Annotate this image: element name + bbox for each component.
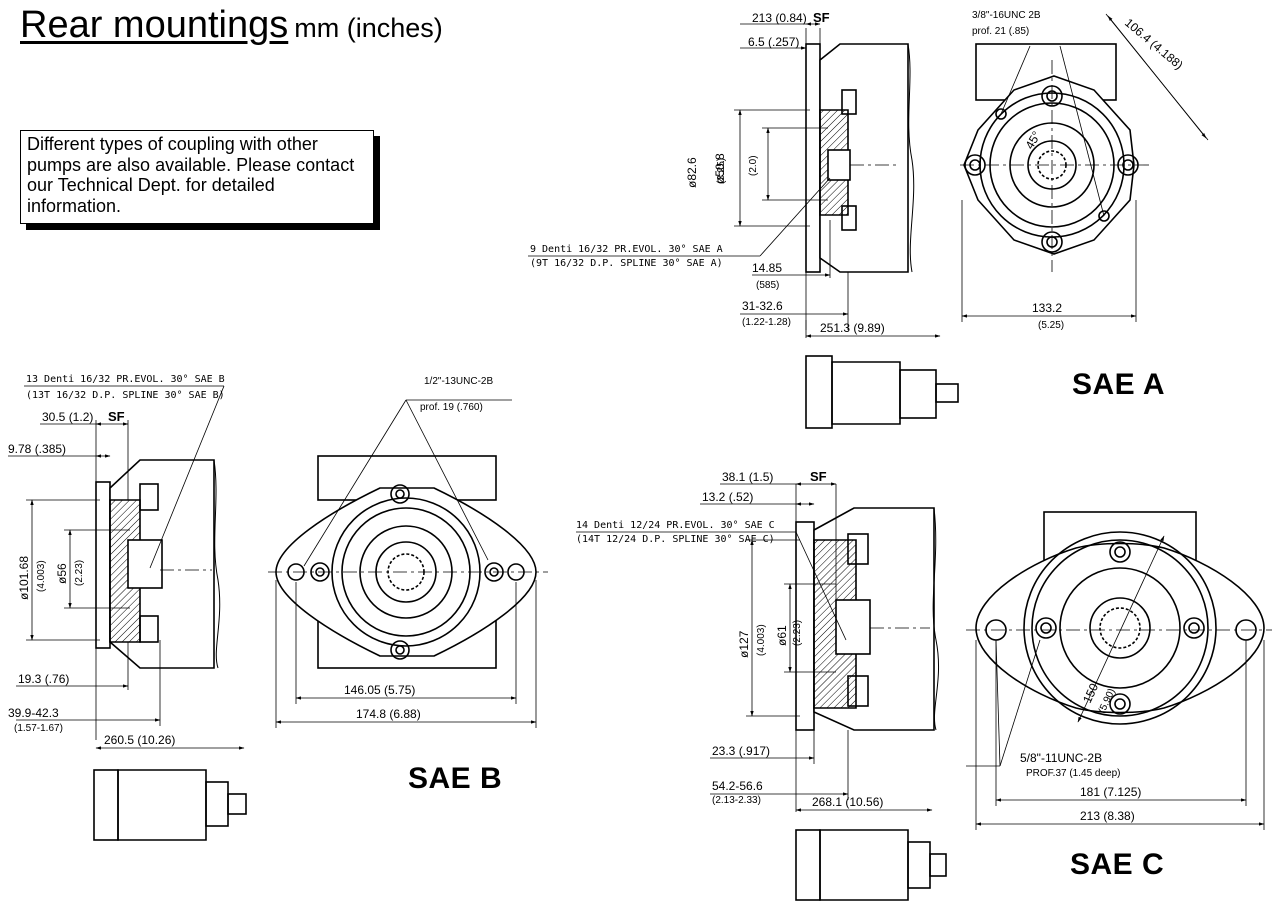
sae-c-sf: SF: [810, 469, 827, 484]
dim-sae-c-233: 23.3 (.917): [712, 744, 770, 758]
dim-sae-a-826-in: (3.25): [716, 158, 727, 184]
sae-a-thread: 3/8"-16UNC 2B: [972, 10, 1041, 21]
dim-sae-a-213: 213 (0.84): [752, 11, 807, 25]
sae-c-front-view: [966, 511, 1272, 725]
sae-b-dimension-lines: [8, 385, 245, 750]
dim-sae-a-3132: 31-32.6: [742, 299, 783, 313]
sae-a-side-view: [805, 43, 915, 273]
dim-sae-b-2605: 260.5 (10.26): [104, 733, 175, 747]
sae-c-dimension-lines: [576, 482, 933, 812]
sae-a-spline-it: 9 Denti 16/32 PR.EVOL. 30° SAE A: [530, 244, 723, 255]
title-main: Rear mountings: [20, 4, 289, 46]
sae-c-thread: 5/8"-11UNC-2B: [1020, 751, 1102, 765]
dim-sae-a-1485: 14.85: [752, 261, 782, 275]
dim-sae-b-193: 19.3 (.76): [18, 672, 69, 686]
info-note-box: Different types of coupling with other p…: [20, 130, 374, 224]
dim-sae-a-508: ø50.8: [713, 153, 727, 184]
sae-b-front-dims: [275, 399, 537, 728]
dim-sae-c-127: ø127: [737, 630, 751, 658]
sae-b-sf: SF: [108, 409, 125, 424]
sae-b-front-view: [268, 455, 548, 669]
dim-sae-a-508-in: (2.0): [748, 155, 759, 176]
dim-sae-b-14605: 146.05 (5.75): [344, 683, 415, 697]
dim-sae-c-61: ø61: [775, 625, 789, 646]
dim-sae-c-132: 13.2 (.52): [702, 490, 753, 504]
sae-b-thread-prof: prof. 19 (.760): [420, 402, 483, 413]
dim-sae-b-305: 30.5 (1.2): [42, 410, 93, 424]
dim-sae-c-127-in: (4.003): [756, 624, 767, 656]
sae-a-label: SAE A: [1072, 368, 1166, 401]
dim-sae-b-56: ø56: [55, 563, 69, 584]
sae-c-front-dims: [966, 535, 1265, 830]
dim-sae-b-10168-in: (4.003): [36, 560, 47, 592]
sae-a-sf: SF: [813, 10, 830, 25]
sae-a-thread-prof: prof. 21 (.85): [972, 26, 1029, 37]
sae-c-spline-it: 14 Denti 12/24 PR.EVOL. 30° SAE C: [576, 520, 775, 531]
sae-b-label: SAE B: [408, 762, 503, 795]
sae-a-front-view: [960, 43, 1150, 272]
sae-b-spline-en: (13T 16/32 D.P. SPLINE 30° SAE B): [26, 390, 225, 401]
dim-sae-b-10168: ø101.68: [17, 556, 31, 600]
info-note-text: Different types of coupling with other p…: [27, 134, 355, 216]
dim-sae-b-399-in: (1.57-1.67): [14, 723, 63, 734]
sae-b-spline-it: 13 Denti 16/32 PR.EVOL. 30° SAE B: [26, 374, 225, 385]
dim-sae-c-181: 181 (7.125): [1080, 785, 1141, 799]
dim-sae-b-399: 39.9-42.3: [8, 706, 59, 720]
dim-sae-b-1748: 174.8 (6.88): [356, 707, 421, 721]
dim-sae-c-61-in: (2.23): [792, 620, 803, 646]
dim-sae-b-978: 9.78 (.385): [8, 442, 66, 456]
dim-sae-c-213: 213 (8.38): [1080, 809, 1135, 823]
sae-b-pump-side: [93, 769, 247, 841]
dim-sae-c-2681: 268.1 (10.56): [812, 795, 883, 809]
dim-sae-a-1485-in: (585): [756, 280, 779, 291]
sae-c-pump-side: [795, 829, 947, 901]
sae-a-pump-side: [805, 355, 959, 429]
dim-sae-b-56-in: (2.23): [74, 560, 85, 586]
sae-a-front-dims: [961, 13, 1209, 322]
dim-sae-a-826: ø82.6: [685, 157, 699, 188]
dim-sae-a-2513: 251.3 (9.89): [820, 321, 885, 335]
sae-a-spline-en: (9T 16/32 D.P. SPLINE 30° SAE A): [530, 258, 723, 269]
sae-c-label: SAE C: [1070, 848, 1165, 881]
sae-b-texts: 13 Denti 16/32 PR.EVOL. 30° SAE B (13T 1…: [8, 374, 493, 747]
dim-sae-c-381: 38.1 (1.5): [722, 470, 773, 484]
dim-sae-a-3132-in: (1.22-1.28): [742, 317, 791, 328]
dim-sae-a-1064: 106.4 (4.188): [1122, 16, 1186, 73]
dim-sae-a-1332: 133.2: [1032, 301, 1062, 315]
sae-b-side-view: [95, 459, 221, 669]
sae-c-texts: 38.1 (1.5) SF 13.2 (.52) 14 Denti 12/24 …: [576, 469, 1141, 823]
dim-sae-a-65: 6.5 (.257): [748, 35, 799, 49]
sae-a-dimension-lines: [528, 22, 941, 338]
dim-sae-c-542: 54.2-56.6: [712, 779, 763, 793]
sae-c-spline-en: (14T 12/24 D.P. SPLINE 30° SAE C): [576, 534, 775, 545]
dim-sae-a-1332-in: (5.25): [1038, 320, 1064, 331]
sae-b-thread: 1/2"-13UNC-2B: [424, 376, 493, 387]
sae-c-thread-prof: PROF.37 (1.45 deep): [1026, 768, 1121, 779]
title-units: mm (inches): [294, 13, 443, 43]
sae-c-side-view: [795, 507, 939, 731]
dim-sae-c-542-in: (2.13-2.33): [712, 795, 761, 806]
